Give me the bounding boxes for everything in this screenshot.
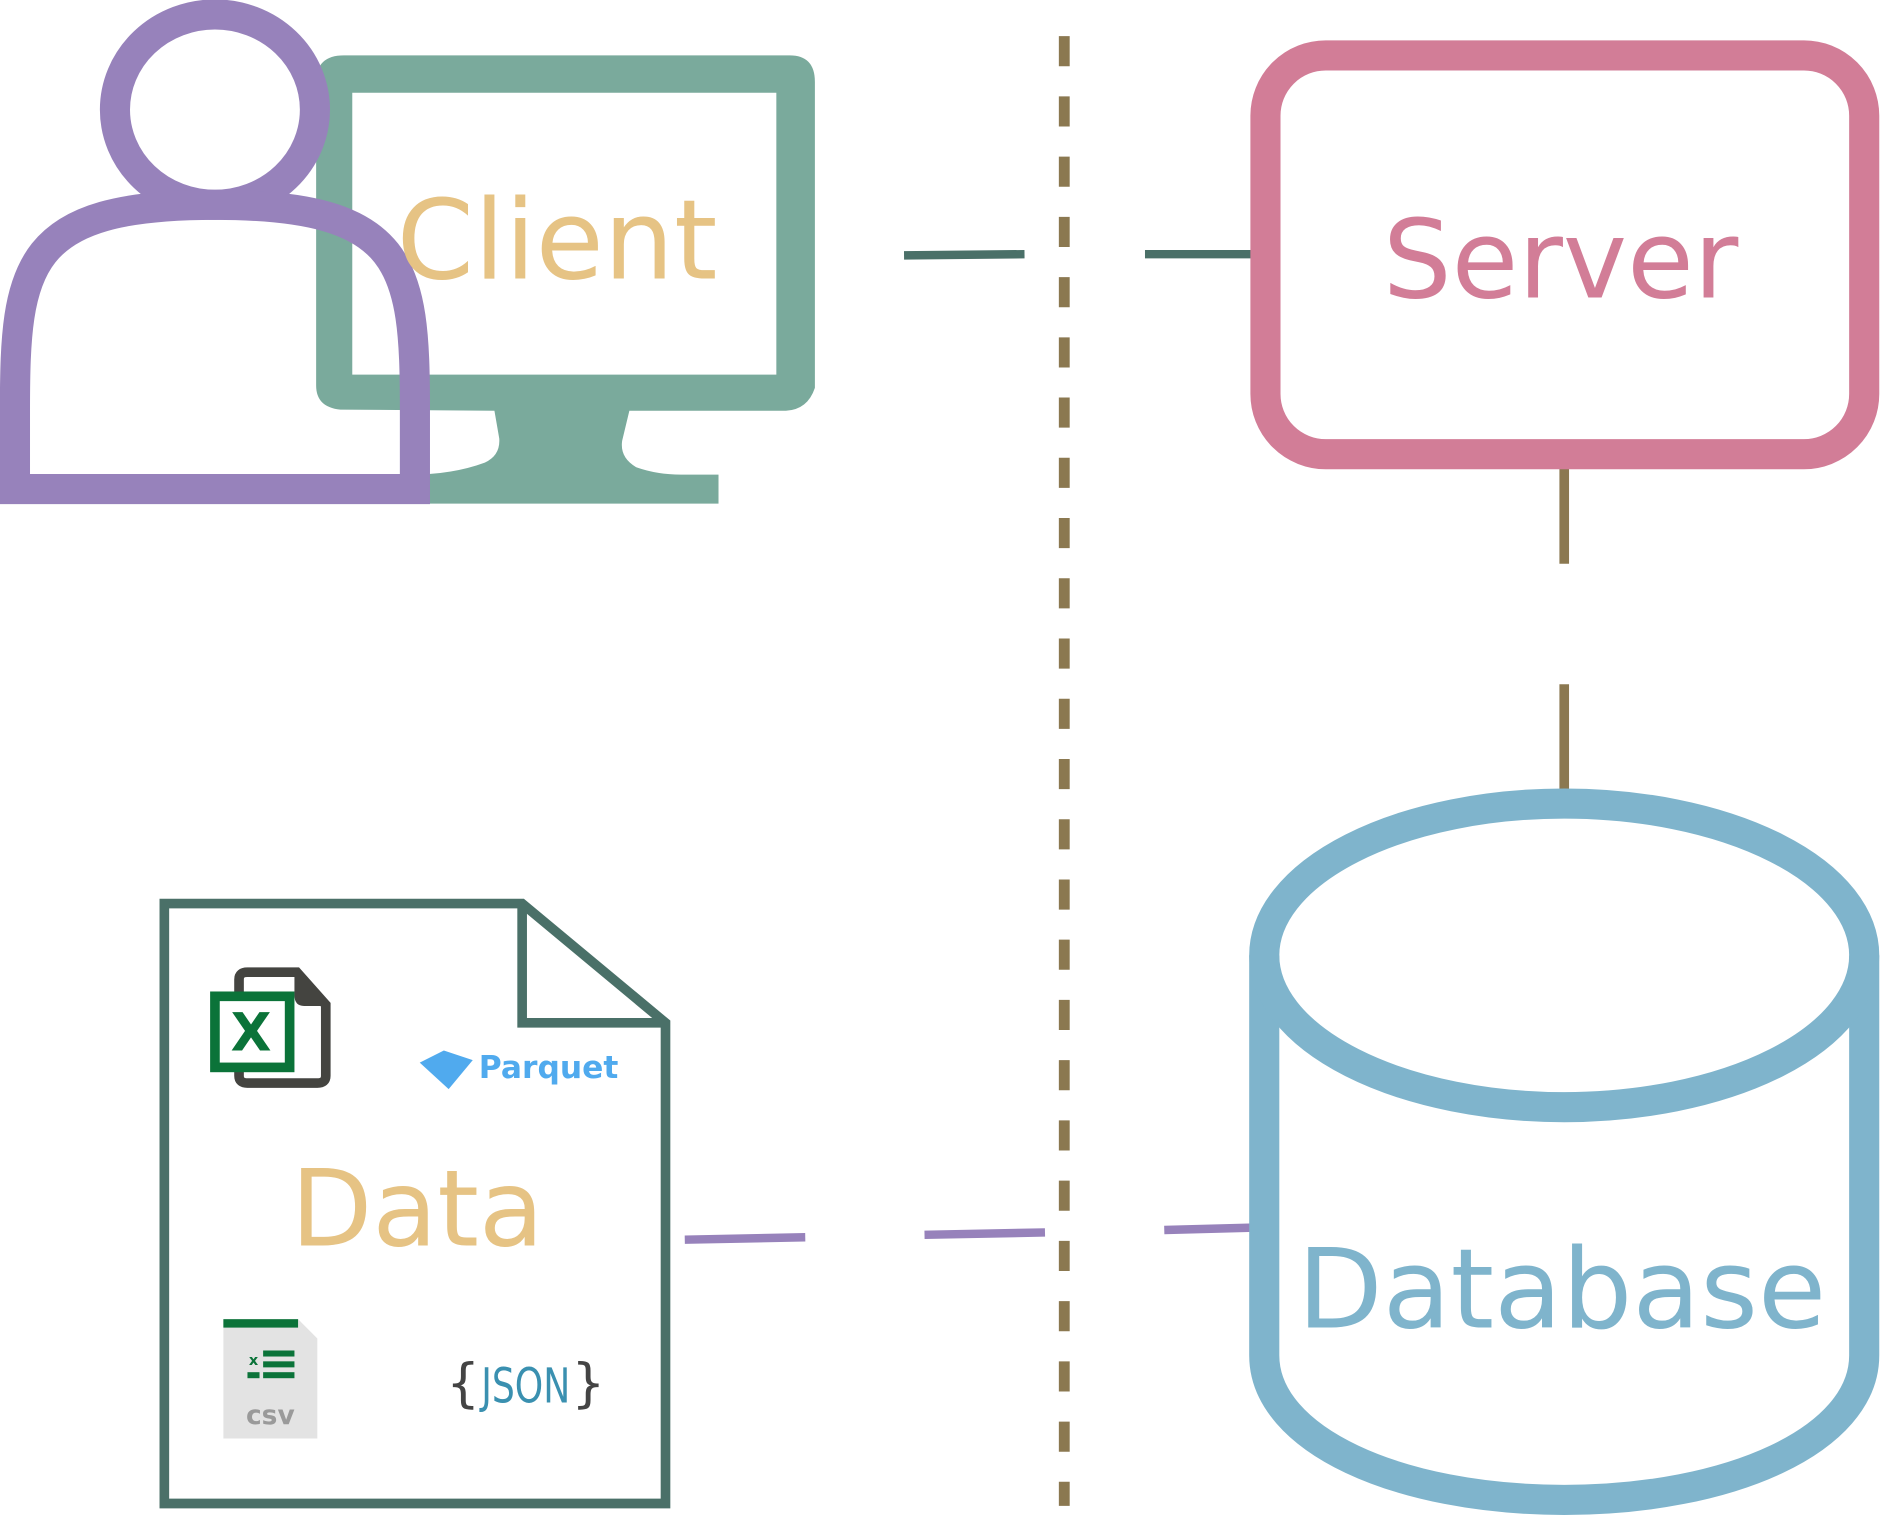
excel-icon: X (210, 967, 331, 1088)
excel-letter: X (231, 1003, 272, 1064)
server-label: Server (1383, 197, 1739, 324)
client-label: Client (397, 176, 718, 305)
csv-label: csv (246, 1400, 295, 1431)
data-label: Data (291, 1149, 544, 1272)
data-database-connector (684, 1223, 1254, 1244)
database-cylinder-icon (1249, 788, 1880, 1515)
client-server-connector (903, 249, 1254, 260)
json-brace-close: } (572, 1353, 606, 1414)
parquet-label: Parquet (479, 1050, 619, 1086)
json-label: JSON (479, 1358, 571, 1415)
person-icon (0, 0, 430, 505)
server-box (1250, 40, 1880, 470)
database-label: Database (1297, 1226, 1826, 1355)
json-logo: { JSON } (446, 1353, 605, 1415)
json-brace-open: { (446, 1353, 480, 1414)
parquet-logo: Parquet (419, 1050, 619, 1090)
csv-file-icon: x csv (223, 1319, 318, 1439)
parquet-icon (419, 1050, 473, 1090)
svg-text:x: x (249, 1353, 259, 1369)
monitor-icon (316, 55, 815, 504)
